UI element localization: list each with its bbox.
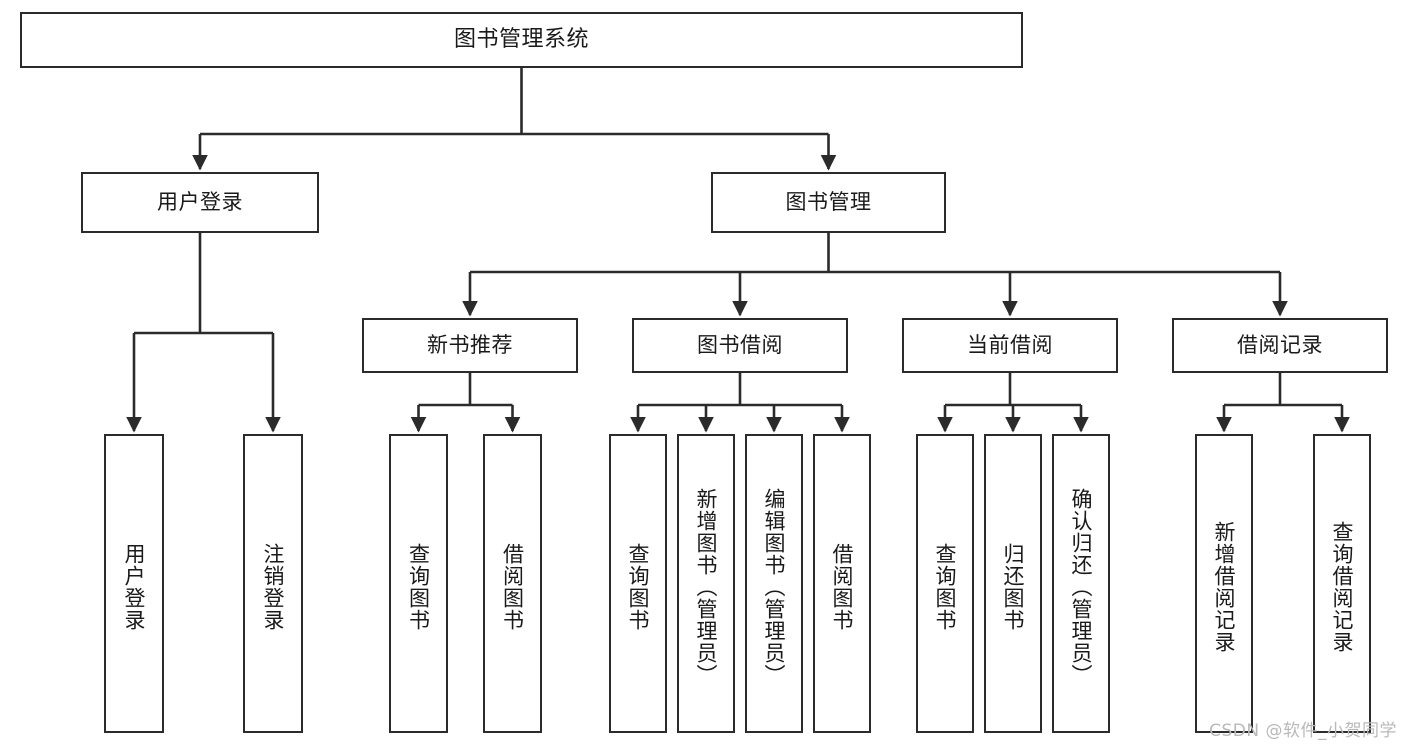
node-newbook[interactable]: 新书推荐 <box>362 318 578 373</box>
node-leaf-new-2[interactable]: 借阅图书 <box>483 434 542 733</box>
node-borrow[interactable]: 图书借阅 <box>632 318 848 373</box>
node-label: 查询图书 <box>626 542 651 631</box>
node-leaf-borrow-1[interactable]: 查询图书 <box>609 434 667 733</box>
node-leaf-borrow-3[interactable]: 编辑图书（管理员） <box>745 434 803 733</box>
node-leaf-rec-2[interactable]: 查询借阅记录 <box>1313 434 1371 733</box>
csdn-watermark: CSDN @软件_小贺同学 <box>1209 721 1397 741</box>
node-label: 借阅记录 <box>1237 333 1323 358</box>
node-label: 新增借阅记录 <box>1212 520 1237 653</box>
node-leaf-login-2[interactable]: 注销登录 <box>243 434 303 733</box>
node-label: 查询借阅记录 <box>1330 520 1355 653</box>
node-leaf-login-1[interactable]: 用户登录 <box>104 434 164 733</box>
node-records[interactable]: 借阅记录 <box>1172 318 1388 373</box>
node-label: 图书管理 <box>785 190 872 215</box>
node-login[interactable]: 用户登录 <box>81 172 319 233</box>
node-root[interactable]: 图书管理系统 <box>20 12 1023 68</box>
node-label: 借阅图书 <box>500 542 525 631</box>
node-label: 当前借阅 <box>967 333 1053 358</box>
node-bookmgmt[interactable]: 图书管理 <box>711 172 946 233</box>
node-label: 借阅图书 <box>830 542 855 631</box>
node-label: 查询图书 <box>933 542 958 631</box>
node-leaf-borrow-4[interactable]: 借阅图书 <box>813 434 871 733</box>
node-label: 用户登录 <box>157 190 243 215</box>
node-label: 确认归还（管理员） <box>1069 487 1094 686</box>
node-leaf-cur-1[interactable]: 查询图书 <box>916 434 974 733</box>
node-label: 编辑图书（管理员） <box>762 487 787 686</box>
node-label: 归还图书 <box>1001 542 1026 631</box>
node-label: 图书借阅 <box>697 333 783 358</box>
node-label: 注销登录 <box>261 542 286 631</box>
node-leaf-new-1[interactable]: 查询图书 <box>389 434 448 733</box>
node-leaf-borrow-2[interactable]: 新增图书（管理员） <box>677 434 735 733</box>
node-leaf-cur-3[interactable]: 确认归还（管理员） <box>1052 434 1110 733</box>
node-label: 查询图书 <box>406 542 431 631</box>
node-current[interactable]: 当前借阅 <box>902 318 1118 373</box>
node-label: 新增图书（管理员） <box>694 487 719 686</box>
node-label: 用户登录 <box>122 542 147 631</box>
node-leaf-cur-2[interactable]: 归还图书 <box>984 434 1042 733</box>
node-label: 图书管理系统 <box>453 27 589 53</box>
node-label: 新书推荐 <box>427 333 513 358</box>
node-leaf-rec-1[interactable]: 新增借阅记录 <box>1195 434 1253 733</box>
